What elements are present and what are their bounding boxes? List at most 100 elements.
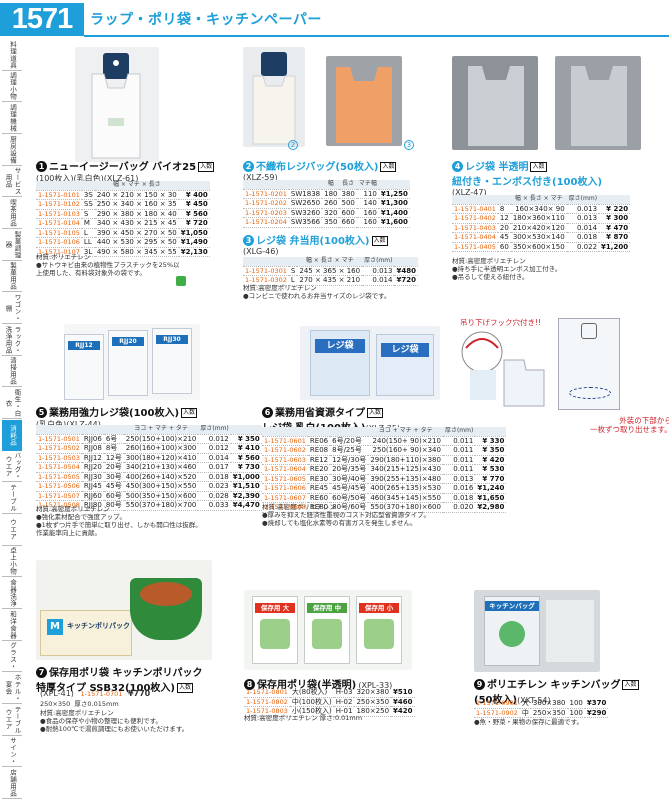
- table-cell-price: ¥ 350: [230, 434, 262, 444]
- table-header-row: 幅 × 長さ × マチ厚さ(mm): [452, 195, 631, 205]
- table-header-row: ヨコ + マチ + タテ厚さ(mm): [36, 425, 262, 435]
- product4-bag-second-image: [571, 66, 627, 146]
- table-cell-code: 1-1571-0608: [262, 502, 308, 513]
- product2-number: 2: [243, 161, 254, 172]
- table-cell-dims: 240(150+ 90)×210: [368, 436, 443, 446]
- table-header-cell: [288, 257, 298, 267]
- header-rule: [84, 35, 669, 37]
- sidebar-tab: 清掃用品: [2, 357, 22, 388]
- note-line: 材質:高密度ポリエチレン: [262, 503, 336, 511]
- table-cell-dims: 340 × 430 × 215 × 45: [94, 218, 179, 229]
- table-cell-code: 1-1571-0508: [36, 500, 82, 511]
- table-cell-code: 1-1571-0803: [244, 706, 290, 717]
- product9-notes: ●魚・野菜・果物の保存に最適です。: [474, 718, 583, 726]
- table-cell-dims: 440 × 530 × 295 × 50: [94, 237, 179, 248]
- table-cell-t: 0.011: [442, 445, 476, 456]
- table-cell-price: ¥ 470: [599, 223, 631, 233]
- table-cell-price: ¥ 400: [178, 190, 210, 200]
- table-cell-dims: 490 × 580 × 345 × 55: [94, 247, 179, 257]
- table-cell-code: 1-1571-0102: [36, 199, 82, 210]
- table-cell-size: 3S: [81, 190, 95, 200]
- table-cell-dims: 500(350+150)×600: [123, 491, 199, 501]
- table-header-cell: [81, 181, 95, 191]
- table-cell-size: 8: [497, 204, 511, 214]
- table-cell-price: ¥ 330: [475, 436, 507, 446]
- note-line: 一枚ずつ取り出せます。: [590, 425, 669, 434]
- table-cell-code: 1-1571-0107: [36, 247, 82, 257]
- table-cell-size: 60: [497, 242, 511, 252]
- product6-badge: 入数: [367, 408, 384, 418]
- table-cell-price: ¥ 770: [475, 474, 507, 484]
- table-header-cell: [178, 181, 210, 191]
- table-cell-dims: 550(370+180)×700: [123, 500, 199, 511]
- table-cell-size: RJJ80: [81, 500, 104, 511]
- table-cell-price: ¥1,490: [178, 237, 210, 248]
- note-line: ●魚・野菜・果物の保存に最適です。: [474, 718, 584, 726]
- note-line: 外装の下部から: [619, 416, 669, 425]
- table-cell-t: 0.011: [442, 464, 476, 475]
- table-cell-no: 20号: [103, 462, 124, 473]
- note-line: ●食品の保存や小物の整理にも便利です。: [40, 717, 163, 725]
- table-cell-no: 6号: [103, 434, 124, 444]
- table-cell-price: ¥510: [391, 688, 415, 698]
- note-line: ●焼却しても塩化水素等の有害ガスを発生しません。: [262, 519, 417, 527]
- table-cell-price: ¥1,200: [599, 242, 631, 252]
- table-cell-t: 0.014: [566, 223, 600, 233]
- product5-notes: 材質:高密度ポリエチレン●強化素材配合で強度アップ。●1枚ずつ片手で簡単に取り出…: [36, 505, 202, 537]
- table-cell-size: RE60: [307, 493, 331, 503]
- table-header-cell: [497, 195, 511, 205]
- table-cell-code: 1-1571-0605: [262, 474, 308, 484]
- product8-number: 8: [244, 679, 255, 690]
- table-cell-code: 1-1571-0505: [36, 472, 82, 482]
- table-cell-t: 0.013: [566, 204, 600, 214]
- table-cell-dims: 300×380: [530, 699, 568, 709]
- table-header-row: 幅 × 長さ × マチ厚さ(mm): [243, 257, 418, 267]
- table-cell-dims: 250 × 340 × 160 × 35: [94, 199, 179, 210]
- table-cell-code: 1-1571-0606: [262, 483, 308, 494]
- product7-badge: 入数: [177, 683, 194, 693]
- table-cell-size: RE08: [307, 445, 331, 456]
- table-cell-dims: 250(150+100)×210: [123, 434, 199, 444]
- sidebar-tab: 厨房設備: [2, 135, 22, 166]
- table-cell-code: 1-1571-0103: [36, 209, 82, 219]
- table-cell-t: 0.016: [442, 483, 476, 494]
- table-header-cell: [103, 425, 124, 435]
- table-cell-price: ¥1,300: [378, 198, 410, 209]
- table-header-row: 幅長さマチ幅: [243, 180, 410, 190]
- table-cell-dims: 300(180+120)×410: [123, 453, 199, 463]
- product8-notes: 材質:高密度ポリエチレン 厚さ:0.01mm: [244, 714, 362, 722]
- table-cell-no: 8号/25号: [330, 445, 369, 456]
- table-cell-code: 1-1571-0401: [452, 204, 498, 214]
- table-cell-t: 0.018: [198, 472, 231, 482]
- package-illustration: [558, 318, 620, 410]
- table-cell-code: 1-1571-0501: [36, 434, 82, 444]
- table-cell-t: 0.013: [362, 266, 395, 276]
- table-header-cell: [262, 427, 308, 437]
- product3-name: レジ袋 弁当用(100枚入): [256, 236, 370, 247]
- note-line: ●耐熱100℃で湯煎調理にもお使いいただけます。: [40, 725, 189, 733]
- sidebar-tab: 店舗用品: [2, 768, 22, 799]
- product9-name: ポリエチレン キッチンバッグ: [487, 680, 621, 691]
- table-cell-no: 80号: [103, 500, 124, 511]
- sidebar-tab: 喫茶用品: [2, 198, 22, 229]
